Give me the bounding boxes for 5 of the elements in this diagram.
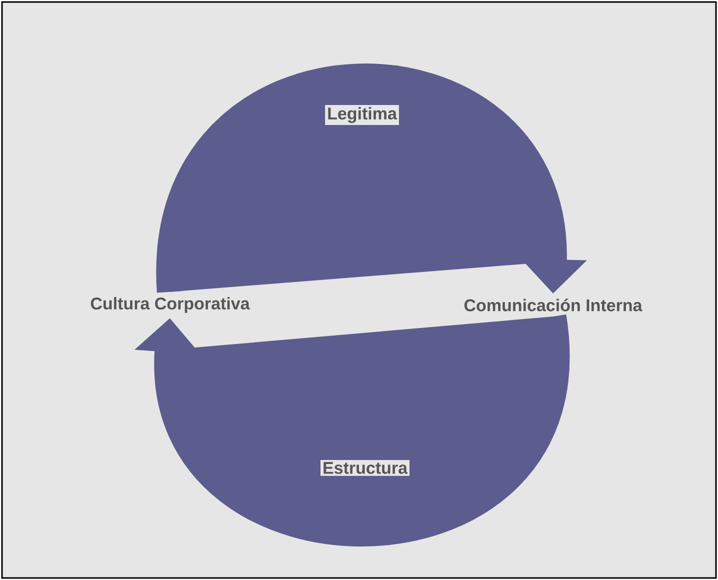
- edge-label: Legitima: [328, 107, 398, 123]
- concept-label: Comunicación Interna: [464, 298, 642, 312]
- edge-label: Estructura: [324, 462, 408, 474]
- curved-arrow: [134, 316, 568, 546]
- concept-label: Cultura Corporativa: [90, 297, 250, 313]
